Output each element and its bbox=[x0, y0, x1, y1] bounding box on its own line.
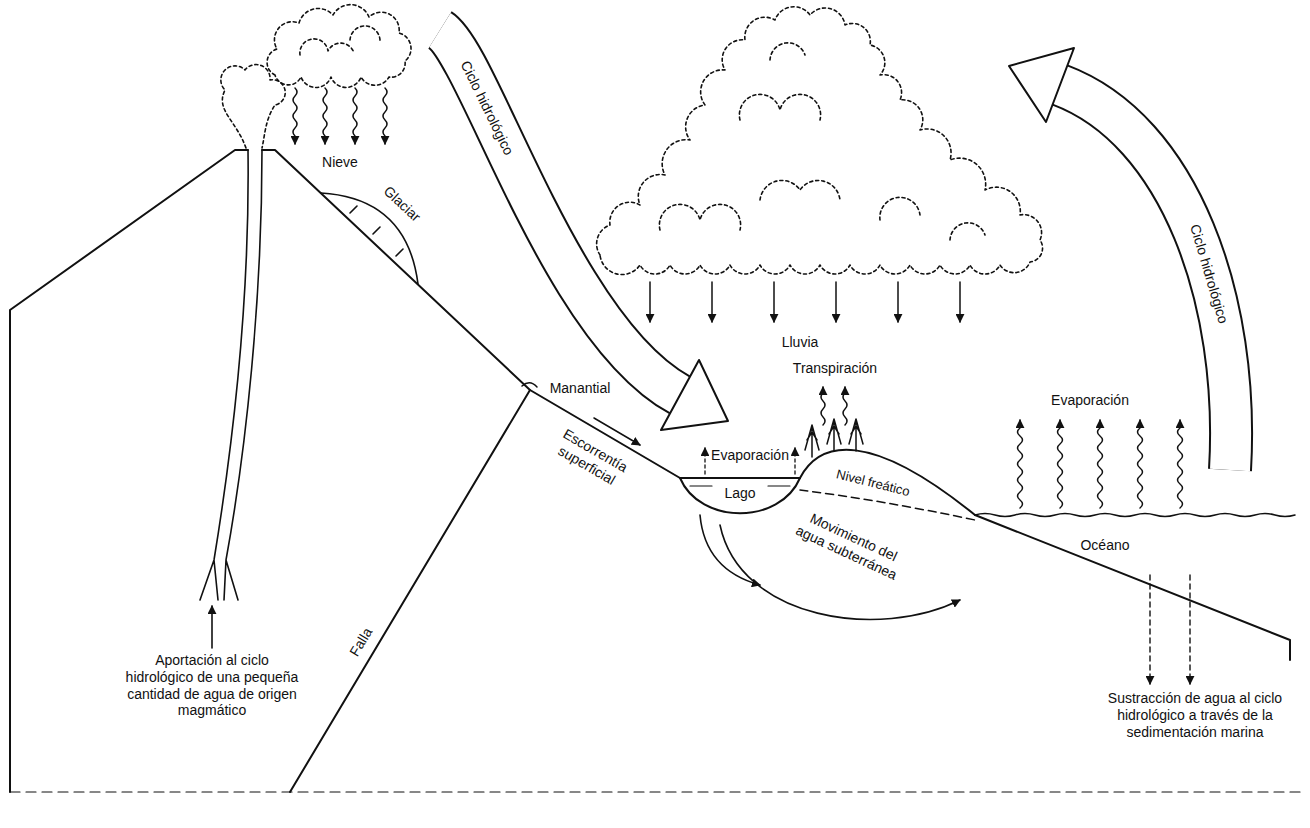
snow-arrows bbox=[323, 88, 327, 144]
glacier bbox=[350, 206, 403, 256]
sedimentation-arrows bbox=[1150, 575, 1190, 684]
trees bbox=[827, 419, 841, 451]
rain-arrows bbox=[773, 282, 775, 322]
volcano-ground bbox=[10, 150, 680, 792]
fault-line bbox=[290, 390, 530, 792]
ocean-evaporation bbox=[1018, 420, 1023, 508]
trees bbox=[805, 425, 819, 457]
rain-arrows bbox=[897, 282, 899, 322]
magma-conduit bbox=[200, 150, 262, 600]
water-table-label: Nivel freático bbox=[833, 466, 914, 500]
rain-label: Lluvia bbox=[780, 334, 821, 351]
evaporation-label: Evaporación bbox=[1049, 392, 1131, 409]
base-line bbox=[10, 791, 1300, 792]
transpiration-arrows bbox=[843, 387, 847, 425]
volcano-plume bbox=[221, 65, 285, 148]
rain-cloud bbox=[659, 43, 985, 240]
spring-label: Manantial bbox=[548, 380, 613, 397]
cycle-arrow bbox=[1009, 48, 1074, 122]
sedimentation-arrows bbox=[1189, 575, 1190, 684]
trees bbox=[805, 419, 863, 457]
ocean-evaporation bbox=[1098, 420, 1103, 508]
rain-cloud bbox=[597, 7, 1043, 275]
fault-line bbox=[290, 390, 530, 792]
rain-arrows bbox=[959, 282, 961, 322]
magma-conduit bbox=[200, 150, 262, 648]
hill bbox=[800, 450, 975, 515]
snow-cloud bbox=[267, 5, 411, 88]
snow-cloud bbox=[267, 5, 411, 88]
lake-label: Lago bbox=[722, 485, 757, 502]
volcano-plume bbox=[221, 65, 285, 148]
glacier-label: Glaciar bbox=[379, 181, 426, 226]
groundwater-label: Movimiento del agua subterránea bbox=[786, 503, 913, 586]
magma-conduit bbox=[211, 606, 213, 648]
rain-arrows bbox=[650, 282, 960, 322]
snow-arrows bbox=[293, 88, 387, 144]
trees bbox=[849, 419, 863, 451]
ocean-evaporation bbox=[1018, 420, 1183, 508]
spring-runoff bbox=[594, 418, 640, 445]
cycle-arrow bbox=[661, 360, 728, 430]
ocean bbox=[975, 515, 1290, 660]
snow-arrows bbox=[353, 88, 357, 144]
runoff-label: Escorrentía superficial bbox=[544, 421, 639, 495]
base-line bbox=[10, 791, 1300, 792]
lake bbox=[680, 478, 800, 513]
ocean-label: Océano bbox=[1078, 537, 1131, 554]
volcano-ground bbox=[10, 150, 680, 792]
lake-evaporation bbox=[794, 448, 795, 474]
ocean bbox=[975, 514, 1295, 517]
rain-cloud bbox=[597, 7, 1043, 275]
cycle-arrow bbox=[440, 30, 728, 430]
note-text: Aportación al ciclo hidrológico de una p… bbox=[122, 652, 302, 719]
ocean-evaporation bbox=[1138, 420, 1143, 508]
snow-label: Nieve bbox=[320, 154, 360, 171]
rain-arrows bbox=[649, 282, 651, 322]
lake bbox=[680, 477, 800, 479]
ocean-evaporation bbox=[1178, 420, 1183, 508]
ocean-evaporation bbox=[1058, 420, 1063, 508]
hill bbox=[800, 450, 975, 515]
cycle-label: Ciclo hidrológico bbox=[1186, 220, 1232, 327]
evaporation-label: Evaporación bbox=[709, 447, 791, 464]
ocean bbox=[975, 514, 1295, 661]
lake bbox=[680, 478, 800, 513]
rain-arrows bbox=[835, 282, 837, 322]
spring-runoff bbox=[522, 383, 537, 387]
groundwater-arrows bbox=[700, 515, 760, 585]
fault-label: Falla bbox=[345, 623, 377, 661]
note-text: Sustracción de agua al ciclo hidrológico… bbox=[1095, 690, 1295, 740]
snow-arrows bbox=[293, 88, 297, 144]
transpiration-arrows bbox=[821, 387, 847, 425]
rain-arrows bbox=[711, 282, 713, 322]
transpiration-arrows bbox=[821, 387, 825, 425]
cycle-label: Ciclo hidrológico bbox=[456, 56, 518, 159]
sedimentation-arrows bbox=[1149, 575, 1150, 684]
transpiration-label: Transpiración bbox=[791, 360, 879, 377]
snow-cloud bbox=[300, 26, 380, 55]
snow-arrows bbox=[383, 88, 387, 144]
lake-evaporation bbox=[704, 448, 705, 474]
